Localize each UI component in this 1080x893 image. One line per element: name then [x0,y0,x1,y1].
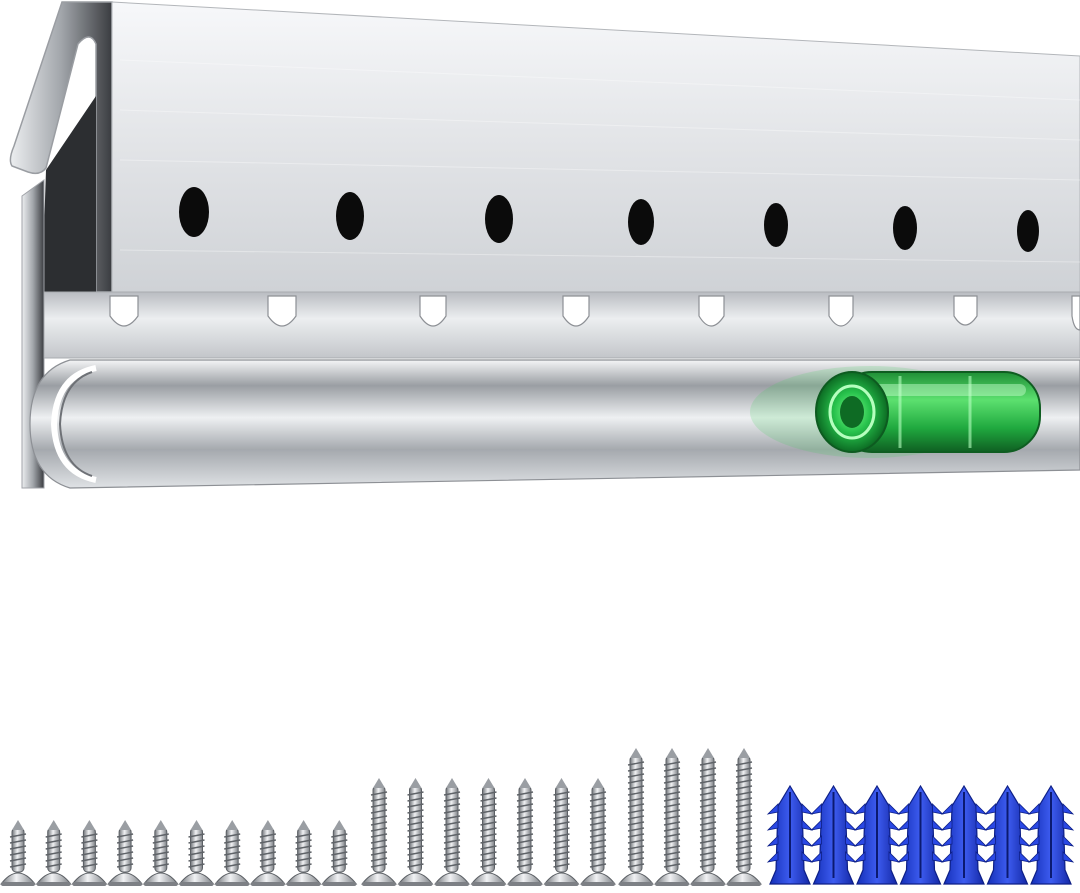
medium-screw [543,778,580,886]
wall-anchor-group [766,784,1075,885]
short-screw [321,820,358,886]
rail-hole-row [179,187,1039,252]
rail-shelf [43,291,1080,359]
rail-tube-lip-shadow [58,371,93,477]
wall-anchor [810,784,857,885]
wall-anchor [853,784,901,885]
rail-hole [336,192,364,240]
short-screw [178,820,215,886]
bubble-level [750,366,1041,458]
short-screw [107,820,144,886]
rail-brush-texture [119,59,1080,263]
aluminum-rail [9,1,1080,489]
rail-front-face [111,1,1080,293]
rail-notch-row [109,295,1080,331]
rail-back-wall [44,96,96,292]
long-screw [725,748,763,886]
rail-notch [828,295,854,327]
long-screw [617,748,655,886]
wall-anchor [766,784,814,885]
rail-tube [29,359,1080,489]
wall-anchor [940,784,988,885]
long-screw [653,748,691,886]
long-screw [689,748,727,886]
rail-hole [628,199,654,245]
short-screw [214,820,251,886]
wall-anchor [984,784,1031,885]
medium-screw [360,778,398,886]
medium-screw [433,778,471,886]
rail-hook-profile [9,1,113,293]
wall-anchor [1027,784,1075,885]
rail-notch [953,295,978,326]
rail-hole [179,187,209,237]
short-screw [142,820,179,886]
short-screw [0,820,37,886]
short-screw [285,820,322,886]
medium-screw [470,778,507,886]
rail-notch [698,295,725,327]
short-screw [249,820,286,886]
rail-notch [109,295,139,327]
rail-notch [562,295,590,327]
short-screw [35,820,72,886]
wall-anchor [897,784,944,885]
screw-group [0,748,763,886]
rail-tube-lip [50,365,97,483]
medium-screw [506,778,544,886]
rail-hole [893,206,917,250]
hardware-kit [0,748,1075,886]
medium-screw [579,778,617,886]
short-screw [71,820,108,886]
rail-notch [267,295,297,327]
rail-notch [419,295,447,327]
medium-screw [397,778,434,886]
rail-hole [764,203,788,247]
rail-hole [485,195,513,243]
rail-hole [1017,210,1039,252]
